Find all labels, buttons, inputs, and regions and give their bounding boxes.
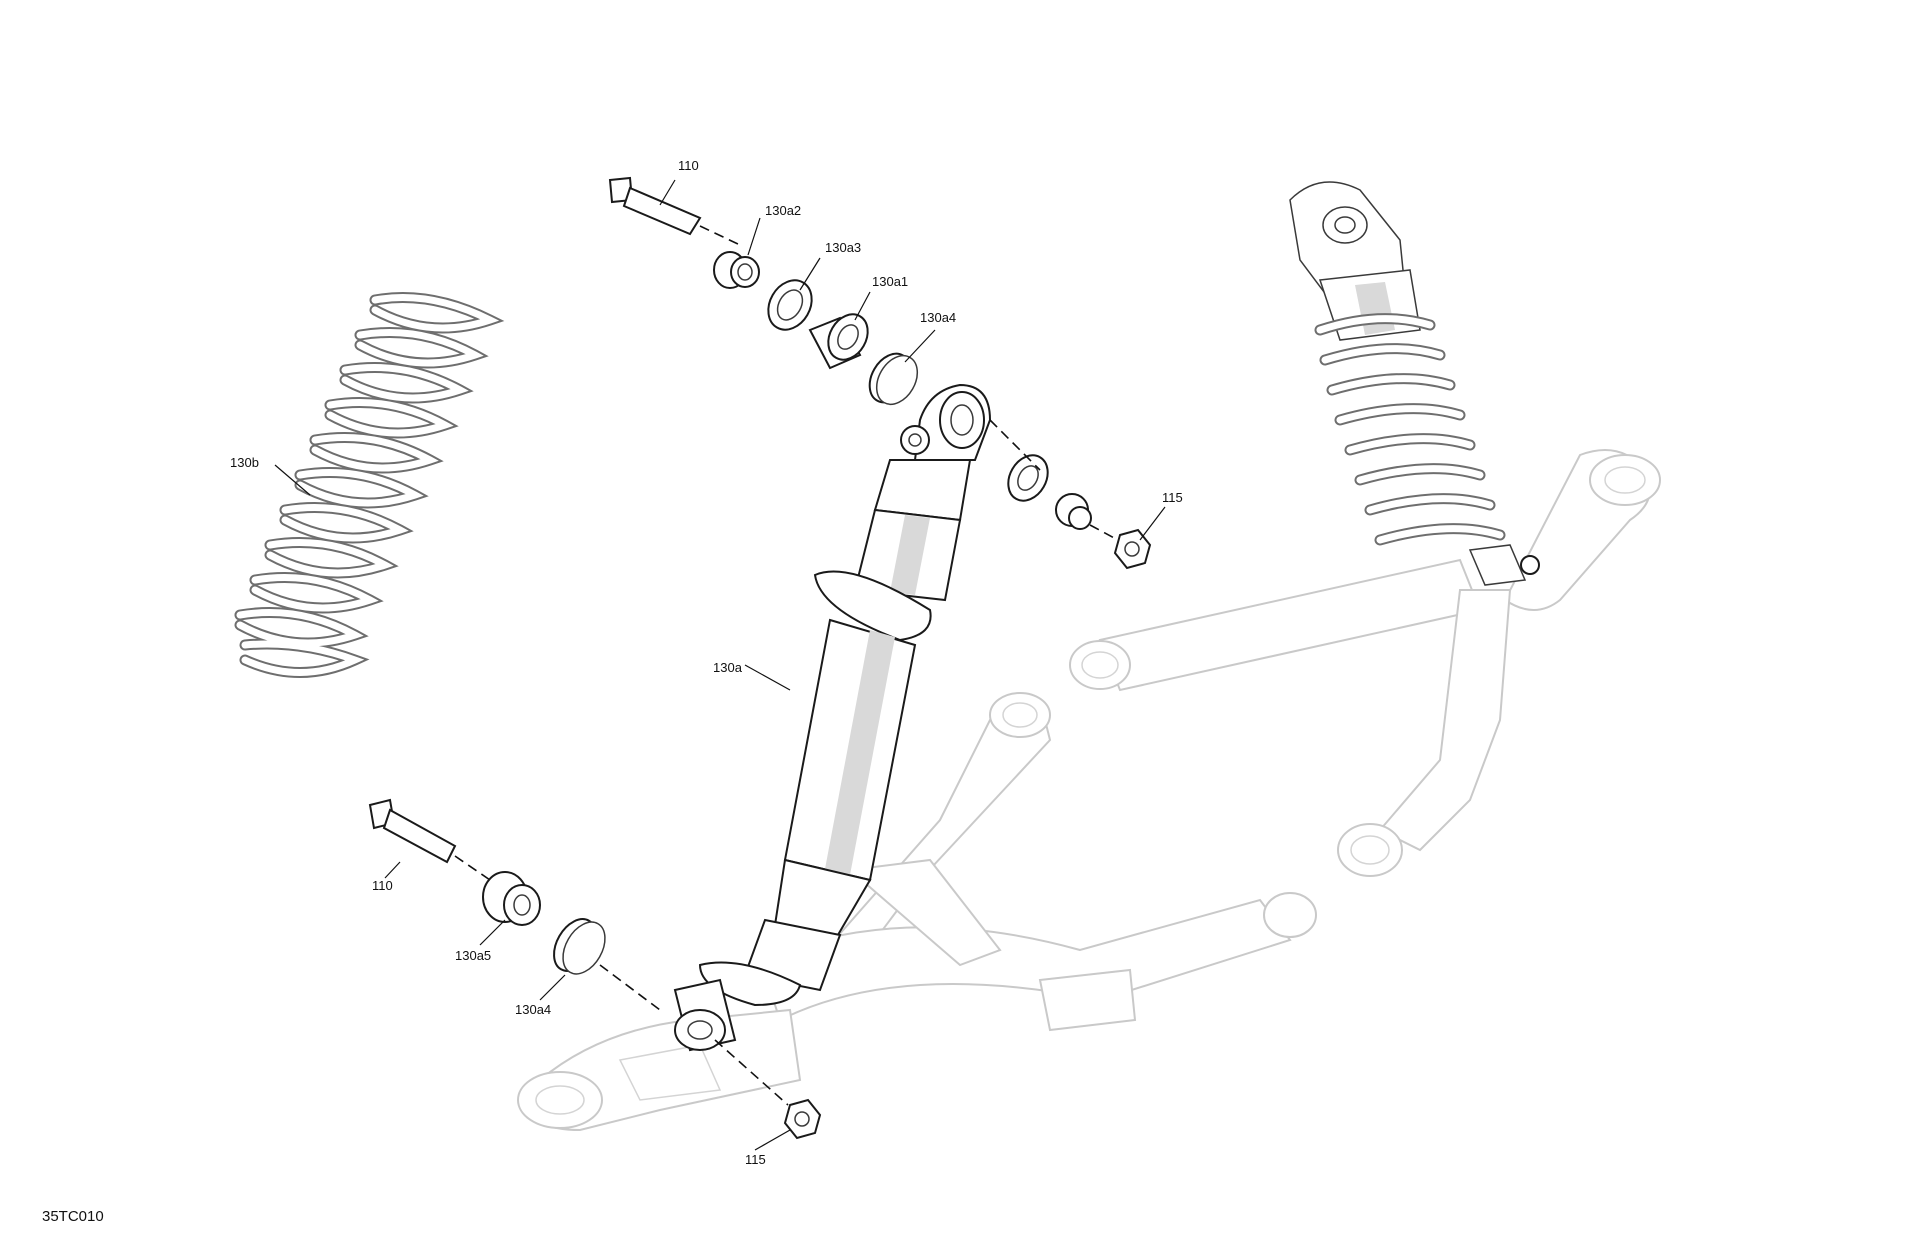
bolt-top (608, 176, 741, 246)
callout-nut-lower: 115 (745, 1152, 766, 1167)
bearing-top (808, 313, 869, 370)
bushing-bottom (482, 871, 541, 926)
bushing-top (713, 251, 760, 289)
bushing-right (1055, 493, 1092, 530)
callout-circlip-bottom: 130a4 (515, 1002, 552, 1017)
callout-shock: 130a (713, 660, 742, 675)
callout-bushing-top: 130a2 (765, 203, 802, 218)
circlip-bottom (553, 918, 606, 975)
callout-bolt-top: 110 (678, 158, 699, 173)
swing-arm-frame (517, 449, 1661, 1132)
nut-upper (1113, 528, 1152, 570)
callout-spring: 130b (230, 455, 259, 470)
figure-id: 35TC010 (42, 1208, 104, 1225)
circlip-top (868, 352, 919, 405)
nut-lower (783, 1098, 822, 1140)
callout-washer-top: 130a3 (825, 240, 862, 255)
washer-right (1007, 454, 1049, 502)
bolt-bottom (368, 798, 491, 881)
washer-top (767, 279, 813, 331)
leader-lines (274, 179, 1166, 1151)
callout-bearing-top: 130a1 (872, 274, 909, 289)
callout-circlip-top: 130a4 (920, 310, 957, 325)
callout-bushing-bottom: 130a5 (455, 948, 492, 963)
callout-bolt-bottom: 110 (372, 878, 393, 893)
coil-spring (234, 292, 505, 678)
callout-nut-upper: 115 (1162, 490, 1183, 505)
assembled-shock-reference (1289, 181, 1540, 586)
shock-absorber (673, 383, 992, 1052)
